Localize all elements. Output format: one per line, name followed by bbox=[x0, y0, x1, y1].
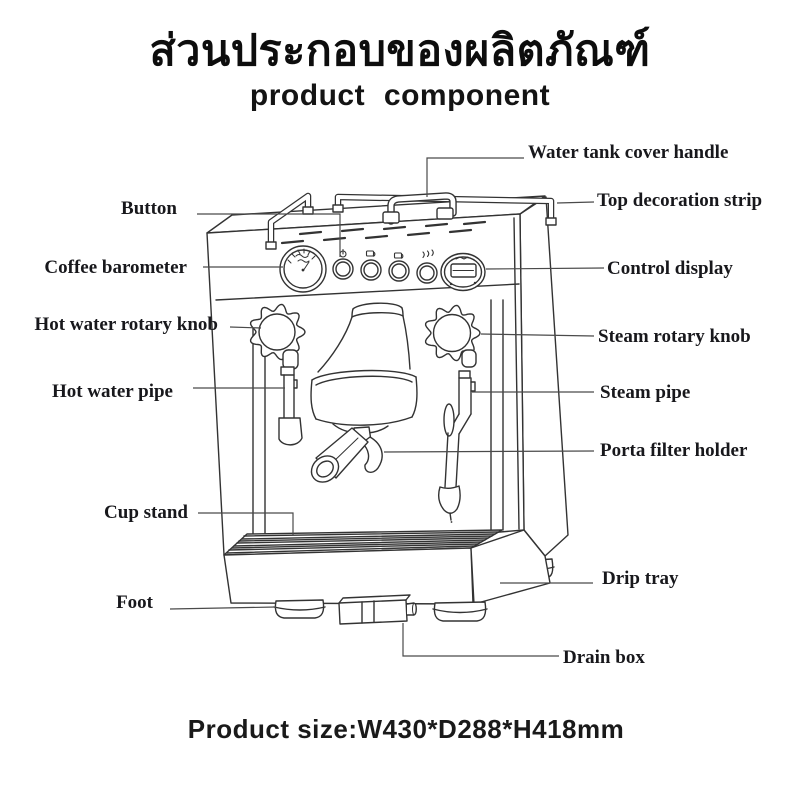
single-cup-icon bbox=[365, 250, 376, 257]
label-hot-water-rotary-knob: Hot water rotary knob bbox=[34, 314, 218, 335]
leader-lines bbox=[169, 157, 605, 657]
top-decoration-strip-left bbox=[265, 192, 314, 250]
leader-button bbox=[197, 213, 341, 257]
drain-box bbox=[338, 594, 417, 625]
label-button: Button bbox=[121, 198, 177, 219]
label-coffee-barometer: Coffee barometer bbox=[44, 257, 187, 278]
leader-hot-water-rotary-knob bbox=[229, 326, 262, 329]
steam-icon bbox=[422, 249, 434, 259]
top-vent-slots bbox=[280, 220, 487, 245]
page-subtitle-english: product component bbox=[249, 79, 551, 112]
coffee-barometer-gauge bbox=[279, 245, 327, 293]
front-pillars bbox=[252, 299, 504, 537]
leader-top-decoration-strip bbox=[556, 201, 595, 204]
double-cup-icon bbox=[393, 252, 404, 259]
label-steam-rotary-knob: Steam rotary knob bbox=[598, 326, 751, 347]
label-drip-tray: Drip tray bbox=[602, 568, 679, 589]
label-hot-water-pipe: Hot water pipe bbox=[51, 381, 173, 402]
leader-porta-filter-holder bbox=[383, 450, 595, 453]
hot-water-rotary-knob bbox=[249, 303, 306, 370]
label-cup-stand: Cup stand bbox=[104, 502, 188, 523]
steam-pipe bbox=[437, 370, 476, 523]
label-porta-filter-holder: Porta filter holder bbox=[600, 440, 748, 461]
control-display bbox=[440, 252, 486, 292]
panel-buttons bbox=[332, 248, 438, 284]
leader-foot bbox=[169, 606, 277, 610]
foot-front-left bbox=[273, 599, 326, 619]
leader-water-tank-cover-handle bbox=[426, 157, 524, 197]
porta-filter-holder bbox=[310, 426, 383, 483]
body-front-corner-line bbox=[513, 217, 520, 530]
product-size-text: Product size:W430*D288*H418mm bbox=[187, 714, 625, 744]
label-control-display: Control display bbox=[607, 258, 733, 279]
label-steam-pipe: Steam pipe bbox=[600, 382, 691, 403]
hot-water-pipe bbox=[278, 366, 303, 446]
foot-front-right bbox=[432, 601, 488, 622]
leader-drain-box bbox=[402, 623, 559, 657]
label-water-tank-cover-handle: Water tank cover handle bbox=[528, 142, 729, 163]
water-tank-cover-handle bbox=[382, 192, 457, 225]
body-right-side bbox=[519, 196, 569, 557]
page-title-thai: ส่วนประกอบของผลิตภัณฑ์ bbox=[149, 27, 651, 75]
leader-control-display bbox=[485, 267, 605, 270]
label-top-decoration-strip: Top decoration strip bbox=[597, 190, 763, 211]
steam-rotary-knob bbox=[424, 304, 481, 368]
label-drain-box: Drain box bbox=[563, 647, 645, 668]
group-head bbox=[310, 302, 418, 434]
label-foot: Foot bbox=[116, 592, 153, 613]
leader-steam-rotary-knob bbox=[480, 333, 595, 337]
leader-cup-stand bbox=[198, 512, 294, 535]
